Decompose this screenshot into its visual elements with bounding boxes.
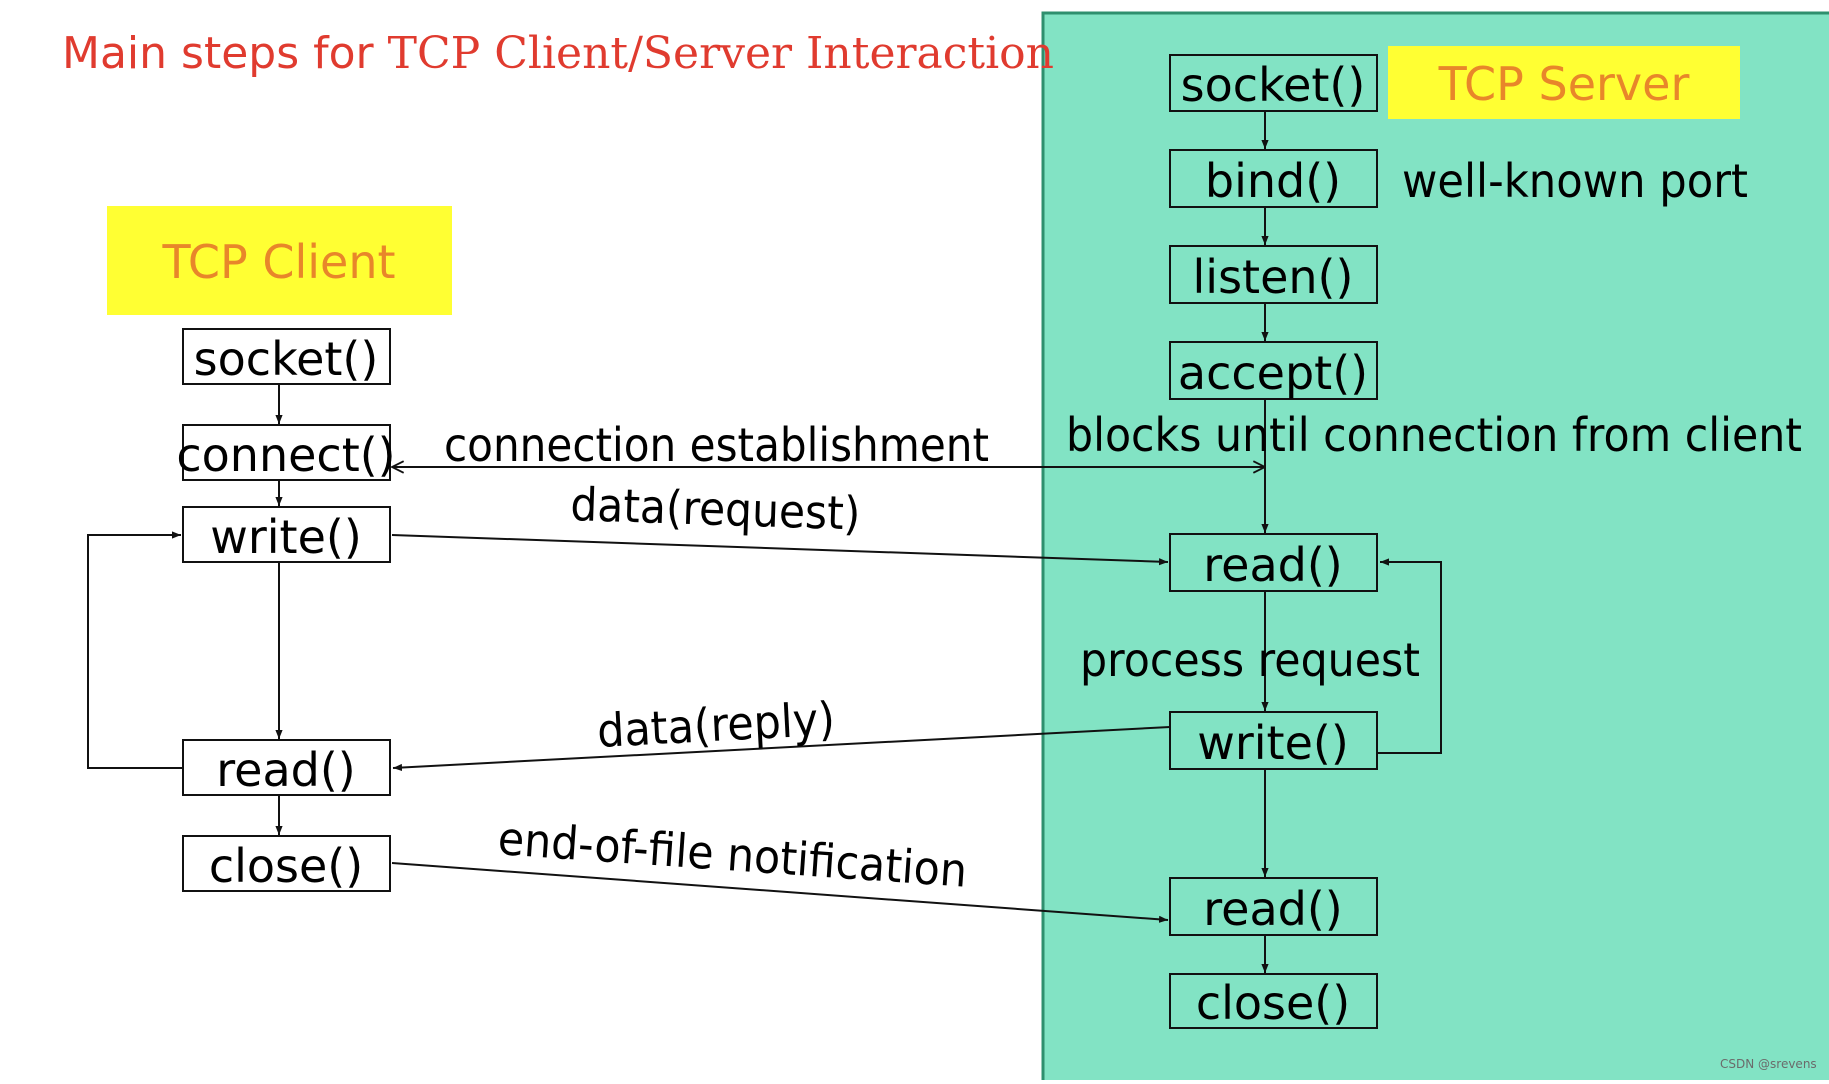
server-read-box-1 — [1169, 533, 1378, 592]
server-accept-box — [1169, 341, 1378, 400]
edge-server-loop — [1378, 558, 1442, 754]
watermark: CSDN @srevens — [1720, 1057, 1817, 1071]
server-socket-box — [1169, 54, 1378, 112]
client-read-box — [182, 739, 391, 796]
page-title: Main steps for TCP Client/Server Interac… — [62, 28, 1054, 79]
label-end-of-file: end-of-file notification — [496, 811, 969, 898]
server-write-box — [1169, 711, 1378, 770]
client-socket-box — [182, 328, 391, 385]
note-well-known-port: well-known port — [1402, 154, 1748, 208]
server-read-label-2: read() — [1203, 882, 1342, 936]
server-read-box-2 — [1169, 877, 1378, 936]
client-label-bg — [107, 206, 452, 315]
client-connect-box — [182, 424, 391, 481]
note-process-request: process request — [1080, 633, 1420, 687]
client-write-box — [182, 506, 391, 563]
server-accept-label: accept() — [1178, 346, 1368, 400]
title-part-2: TCP Client/Server Interaction — [388, 28, 1054, 79]
server-listen-box — [1169, 245, 1378, 304]
title-part-1: Main steps for — [62, 28, 388, 79]
client-close-box — [182, 835, 391, 892]
server-write-label: write() — [1197, 716, 1349, 770]
edge-request — [391, 534, 1169, 566]
server-socket-label: socket() — [1181, 58, 1366, 112]
client-write-label: write() — [210, 510, 362, 564]
server-close-box — [1169, 973, 1378, 1029]
label-data-reply: data(reply) — [596, 692, 836, 758]
note-blocks-until-connection: blocks until connection from client — [1066, 408, 1802, 462]
server-label: TCP Server — [1438, 57, 1690, 111]
edge-eof — [391, 862, 1169, 923]
server-bind-label: bind() — [1205, 154, 1341, 208]
server-label-bg — [1388, 46, 1740, 119]
client-read-label: read() — [216, 743, 355, 797]
client-close-label: close() — [209, 839, 363, 893]
client-label: TCP Client — [161, 235, 395, 289]
client-connect-label: connect() — [176, 428, 395, 482]
label-connection-establishment: connection establishment — [444, 418, 989, 472]
client-socket-label: socket() — [194, 332, 379, 386]
server-bind-box — [1169, 149, 1378, 208]
server-read-label-1: read() — [1203, 538, 1342, 592]
label-data-request: data(request) — [570, 477, 862, 541]
server-listen-label: listen() — [1193, 250, 1354, 304]
server-close-label: close() — [1196, 976, 1350, 1030]
edge-reply — [392, 726, 1171, 772]
edge-client-loop — [87, 531, 183, 769]
